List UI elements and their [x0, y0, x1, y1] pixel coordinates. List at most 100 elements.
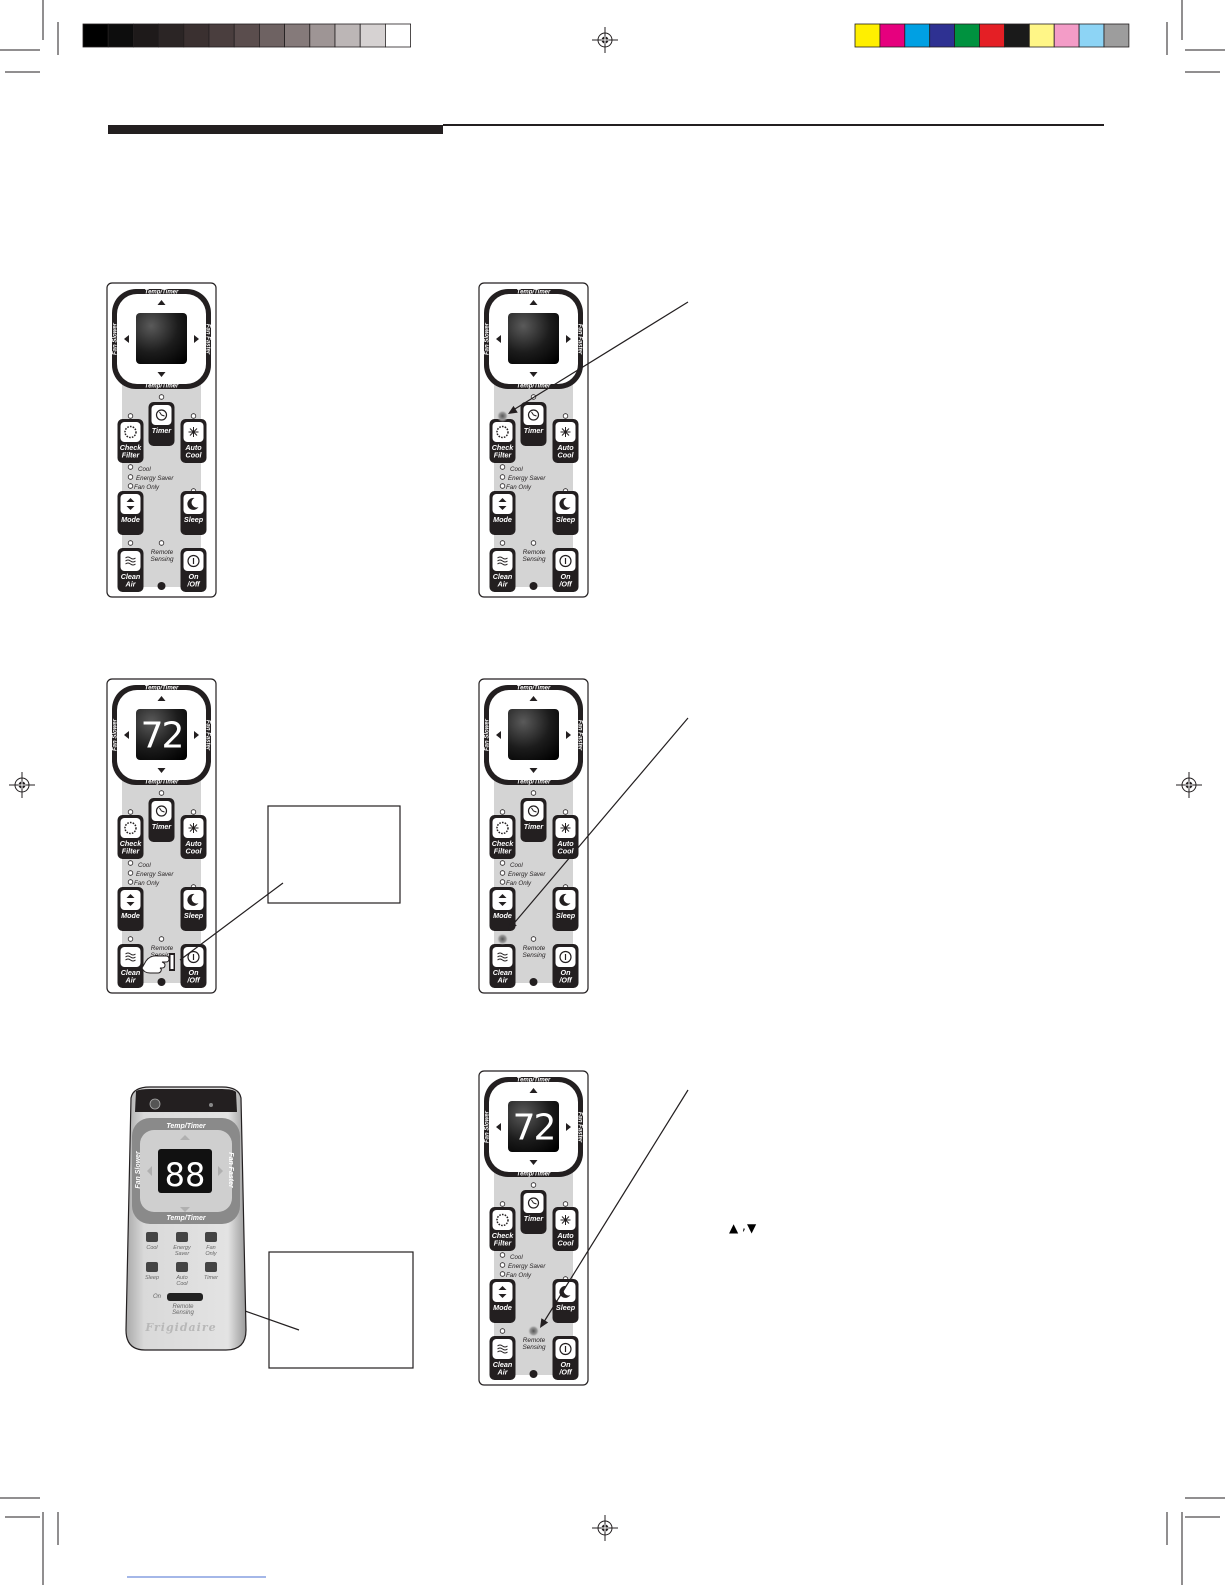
down-arrow-icon[interactable]	[157, 768, 166, 773]
remote-top-band	[135, 1089, 237, 1112]
left-arrow-icon[interactable]	[124, 335, 129, 343]
color-swatch	[1004, 23, 1030, 48]
svg-text:On: On	[561, 968, 572, 977]
indicator-light	[562, 413, 569, 419]
svg-text:Sensing: Sensing	[172, 1310, 194, 1316]
right-arrow-icon[interactable]	[194, 731, 199, 739]
remote-button[interactable]	[176, 1262, 188, 1272]
timer-button[interactable]: Timer	[148, 402, 175, 446]
on-off-button[interactable]: On/Off	[552, 944, 579, 988]
mode-button[interactable]: Mode	[117, 491, 144, 535]
snowflake-icon	[188, 823, 199, 833]
power-icon	[187, 554, 200, 568]
left-arrow-icon[interactable]	[496, 335, 501, 343]
indicator-light	[562, 1201, 569, 1207]
right-arrow-icon[interactable]	[566, 731, 571, 739]
sleep-button[interactable]: Sleep	[180, 887, 207, 931]
up-arrow-icon[interactable]	[529, 696, 538, 701]
remote-display-value: 88	[165, 1156, 206, 1194]
mode-button[interactable]: Mode	[117, 887, 144, 931]
crop-mark	[1166, 0, 1225, 73]
svg-text:Air: Air	[125, 976, 137, 985]
sleep-button[interactable]: Sleep	[180, 491, 207, 535]
svg-text:Check: Check	[120, 443, 143, 452]
remote-sensing-switch[interactable]	[167, 1293, 203, 1301]
on-off-button[interactable]: On/Off	[552, 548, 579, 592]
right-arrow-icon[interactable]	[566, 1123, 571, 1131]
power-icon[interactable]	[149, 1098, 161, 1110]
sleep-button[interactable]: Sleep	[552, 1279, 579, 1323]
mode-button[interactable]: Mode	[489, 1279, 516, 1323]
remote-button[interactable]	[176, 1232, 188, 1242]
gray-swatch	[258, 23, 285, 48]
svg-text:Check: Check	[492, 1231, 515, 1240]
sleep-button[interactable]: Sleep	[552, 491, 579, 535]
indicator-light	[499, 879, 506, 885]
temp-timer-label-bottom: Temp/Timer	[517, 780, 551, 786]
remote-button[interactable]	[146, 1232, 158, 1242]
down-arrow-icon[interactable]	[529, 768, 538, 773]
indicator-light	[127, 870, 134, 876]
timer-button[interactable]: Timer	[520, 1190, 547, 1234]
gray-swatch	[158, 23, 185, 48]
sensor-hole	[157, 978, 166, 986]
svg-text:Auto: Auto	[184, 839, 202, 848]
remote-display	[158, 1149, 212, 1193]
down-arrow-icon[interactable]	[529, 372, 538, 377]
mode-button[interactable]: Mode	[489, 491, 516, 535]
svg-text:Sensing: Sensing	[522, 1344, 546, 1351]
timer-button[interactable]: Timer	[148, 798, 175, 842]
on-off-button[interactable]: On/Off	[552, 1336, 579, 1380]
temp-timer-label-top: Temp/Timer	[517, 290, 551, 296]
display-screen	[136, 709, 187, 760]
on-off-button[interactable]: On/Off	[180, 548, 207, 592]
remote-button[interactable]	[205, 1232, 217, 1242]
wave-icon	[497, 952, 508, 962]
up-arrow-icon[interactable]	[157, 300, 166, 305]
svg-text:Only: Only	[205, 1251, 218, 1257]
left-arrow-icon[interactable]	[496, 731, 501, 739]
right-arrow-icon[interactable]	[194, 335, 199, 343]
svg-text:Auto: Auto	[556, 839, 574, 848]
down-arrow-icon[interactable]	[157, 372, 166, 377]
svg-text:Sleep: Sleep	[556, 1303, 576, 1312]
remote-button[interactable]	[205, 1262, 217, 1272]
up-arrow-icon[interactable]	[529, 1088, 538, 1093]
svg-text:Air: Air	[497, 976, 509, 985]
up-arrow-icon[interactable]	[529, 300, 538, 305]
left-arrow-icon[interactable]	[496, 1123, 501, 1131]
registration-mark-icon	[592, 1515, 618, 1541]
down-arrow-icon[interactable]	[529, 1160, 538, 1165]
temp-timer-label-top: Temp/Timer	[145, 686, 179, 692]
on-off-button[interactable]: On/Off	[180, 944, 207, 988]
mode-button[interactable]: Mode	[489, 887, 516, 931]
up-arrow-icon[interactable]	[157, 696, 166, 701]
svg-text:Clean: Clean	[493, 1360, 513, 1369]
timer-button[interactable]: Timer	[520, 402, 547, 446]
note-box	[268, 1251, 414, 1369]
remote-button[interactable]	[146, 1262, 158, 1272]
svg-text:Cool: Cool	[186, 451, 203, 460]
sleep-button[interactable]: Sleep	[552, 887, 579, 931]
left-arrow-icon[interactable]	[124, 731, 129, 739]
timer-button[interactable]: Timer	[520, 798, 547, 842]
timer-icon	[527, 805, 540, 817]
svg-text:Mode: Mode	[121, 911, 140, 920]
right-arrow-icon[interactable]	[566, 335, 571, 343]
